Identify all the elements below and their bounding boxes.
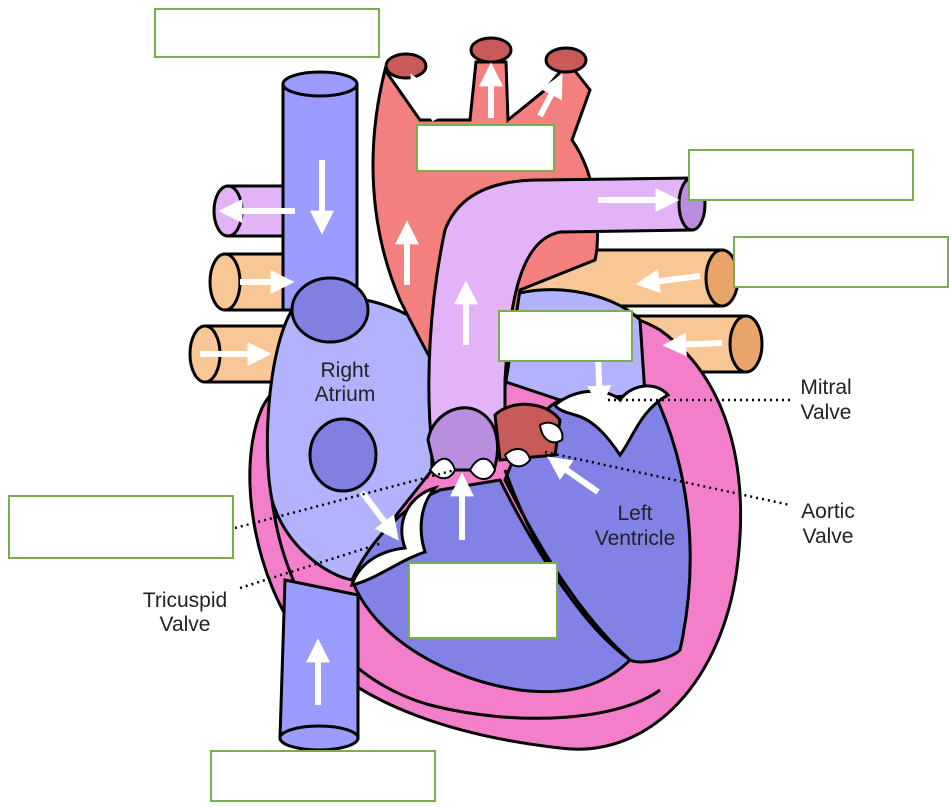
superior-vena-cava: [283, 72, 368, 342]
answer-box-inferior-vena-cava[interactable]: [210, 750, 436, 802]
aortic-valve-label-line2: Valve: [803, 525, 854, 548]
tricuspid-valve-label-line1: Tricuspid: [143, 589, 227, 612]
answer-box-pulmonary-artery[interactable]: [688, 149, 914, 201]
right-atrium-label-line2: Atrium: [315, 383, 376, 406]
aortic-valve-label-line1: Aortic: [801, 500, 855, 523]
tricuspid-valve-label-line2: Valve: [160, 613, 211, 636]
answer-box-aorta[interactable]: [416, 124, 555, 172]
answer-box-pulmonary-valve[interactable]: [8, 495, 234, 559]
inferior-vena-cava-opening: [310, 419, 376, 491]
answer-box-left-atrium[interactable]: [498, 310, 633, 362]
left-ventricle-label-line2: Ventricle: [595, 527, 676, 550]
left-ventricle-label-line1: Left: [617, 502, 652, 525]
mitral-valve-label-line1: Mitral: [800, 376, 851, 399]
mitral-valve-label-line2: Valve: [801, 401, 852, 424]
answer-box-superior-vena-cava[interactable]: [154, 8, 380, 58]
answer-box-right-ventricle[interactable]: [408, 562, 558, 639]
pulmonary-valve: [428, 408, 497, 479]
right-atrium-label-line1: Right: [320, 359, 369, 382]
answer-box-pulmonary-veins[interactable]: [733, 236, 949, 288]
